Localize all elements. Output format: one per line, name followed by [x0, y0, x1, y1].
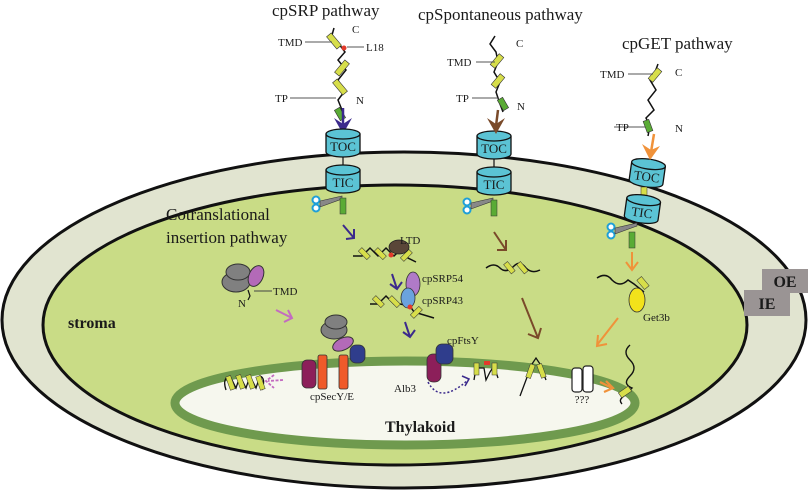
cpspont-import-arrow: [487, 109, 505, 134]
unknown-insertase: [571, 365, 594, 393]
stroma-label: stroma: [68, 315, 116, 332]
cpget-import-arrow: [642, 133, 660, 160]
cotrans-arrow-2: [264, 374, 284, 389]
cpsrp-complex: [370, 271, 435, 319]
cpspont-tmd-label: TMD: [447, 57, 472, 69]
tic-label: TIC: [333, 175, 354, 190]
toc-label: TOC: [330, 139, 356, 154]
cpget-tp-label: TP: [616, 122, 629, 134]
cpftsy-label: cpFtsY: [447, 335, 479, 347]
cotrans-arrow-1: [275, 309, 294, 323]
tic-label: TIC: [631, 204, 654, 222]
cpspont-arrow-2: [521, 297, 542, 340]
cpspont-intermediate: [485, 261, 541, 275]
cpsecye-translocon: [301, 314, 366, 390]
toc-complex: TOC: [325, 128, 361, 158]
cpsrp-tp-label: TP: [275, 93, 288, 105]
cpspont-arrow-1: [493, 231, 507, 251]
cpsecye-label: cpSecY/E: [310, 391, 354, 403]
cotranslational-title-line1: Cotranslational: [166, 205, 270, 224]
toc-tic-cpget: TOC TIC: [606, 157, 667, 249]
scissors-icon: [606, 222, 638, 240]
cpsrp54-label: cpSRP54: [422, 273, 463, 285]
cpspont-tp-label: TP: [456, 93, 469, 105]
inserted-cotrans-substrate: [224, 374, 266, 391]
tic-complex: TIC: [623, 193, 662, 225]
cpget-pathway-title: cpGET pathway: [622, 34, 733, 53]
cpsrp43-label: cpSRP43: [422, 295, 463, 307]
toc-complex: TOC: [628, 157, 667, 189]
unknown-insertase-label: ???: [575, 394, 590, 406]
ribosome-nascent-chain: [221, 263, 272, 301]
scissors-icon: [462, 197, 494, 215]
cpsrp-pathway-title: cpSRP pathway: [272, 1, 380, 20]
toc-tic-cpspontaneous: TOC TIC: [462, 130, 512, 217]
cpsrp-arrow-2: [389, 273, 403, 291]
tic-label: TIC: [484, 177, 505, 192]
cotranslational-title-line2: insertion pathway: [166, 228, 288, 247]
inserted-cpget-substrate: [618, 344, 635, 405]
cotrans-tmd-label: TMD: [273, 286, 298, 298]
cpsrp-c-label: C: [352, 24, 359, 36]
cpget-arrow-2: [595, 317, 619, 348]
ltd-complex: [353, 239, 417, 263]
cpget-tmd-label: TMD: [600, 69, 625, 81]
toc-tic-cpsrp: TOC TIC: [311, 128, 361, 215]
ie-label: IE: [759, 296, 776, 313]
tic-complex: TIC: [325, 164, 361, 194]
toc-label: TOC: [633, 167, 661, 185]
cpget-precursor: [614, 63, 663, 137]
cpsrp-tmd-label: TMD: [278, 37, 303, 49]
alb3-label: Alb3: [394, 383, 417, 395]
get3b-complex: [596, 274, 650, 313]
inserted-cpspont-substrate: [519, 356, 547, 397]
alb3-insertion-dotted-arrow: [427, 379, 469, 394]
ie-label-box: IE: [744, 290, 790, 316]
cpsrp-arrow-3: [402, 321, 416, 339]
oe-label: OE: [773, 274, 796, 291]
cpget-c-label: C: [675, 67, 682, 79]
cpsrp-arrow-1: [342, 224, 355, 240]
cpspont-n-label: N: [517, 101, 525, 113]
cpsrp-import-arrow: [334, 108, 352, 134]
oe-label-box: OE: [762, 269, 808, 293]
cpftsy: [435, 343, 454, 365]
cpsrp-l18-label: L18: [366, 42, 384, 54]
cpget-n-label: N: [675, 123, 683, 135]
cpget-arrow-3: [599, 380, 615, 394]
cpspontaneous-pathway-title: cpSpontaneous pathway: [418, 5, 583, 24]
toc-label: TOC: [481, 141, 507, 156]
cpget-arrow-1: [625, 252, 639, 272]
inserted-cpsrp-substrate: [473, 361, 499, 383]
cotrans-n-label: N: [238, 298, 246, 310]
thylakoid-membrane: [170, 356, 640, 450]
toc-complex: TOC: [476, 130, 512, 160]
ltd-label: LTD: [400, 235, 420, 247]
get3b-label: Get3b: [643, 312, 670, 324]
thylakoid-label: Thylakoid: [385, 419, 455, 436]
tic-complex: TIC: [476, 166, 512, 196]
cpsrp-n-label: N: [356, 95, 364, 107]
cpspont-c-label: C: [516, 38, 523, 50]
scissors-icon: [311, 195, 343, 213]
cpspontaneous-precursor: [472, 35, 510, 113]
